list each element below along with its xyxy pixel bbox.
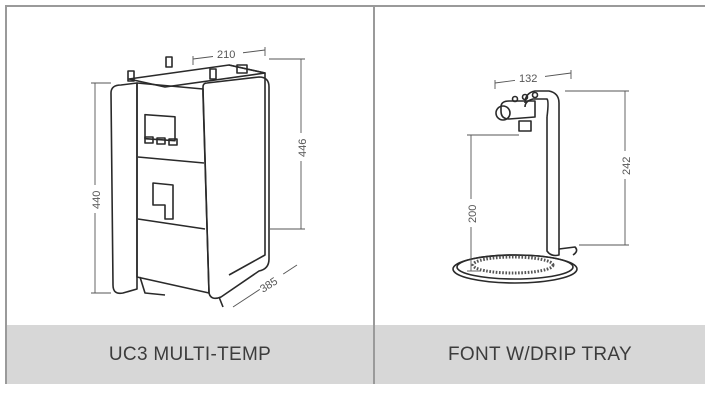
font-width-label: 132	[519, 73, 537, 85]
font-drip-tray-drawing: 132 242 200	[452, 70, 633, 284]
product-image-font: 132 242 200	[373, 7, 705, 325]
product-name-uc3: UC3 MULTI-TEMP	[7, 325, 373, 384]
uc3-overall-height-label: 440	[91, 191, 103, 209]
product-name-font: FONT W/DRIP TRAY	[373, 325, 705, 384]
uc3-width-label: 210	[217, 49, 235, 61]
uc3-height-label: 446	[297, 139, 309, 157]
product-comparison-grid: 210 446 440 385	[5, 5, 705, 384]
font-spout-height-label: 200	[467, 205, 479, 223]
uc3-dispenser-drawing: 210 446 440 385	[85, 47, 309, 308]
product-image-uc3: 210 446 440 385	[7, 7, 373, 325]
font-height-label: 242	[621, 157, 633, 175]
